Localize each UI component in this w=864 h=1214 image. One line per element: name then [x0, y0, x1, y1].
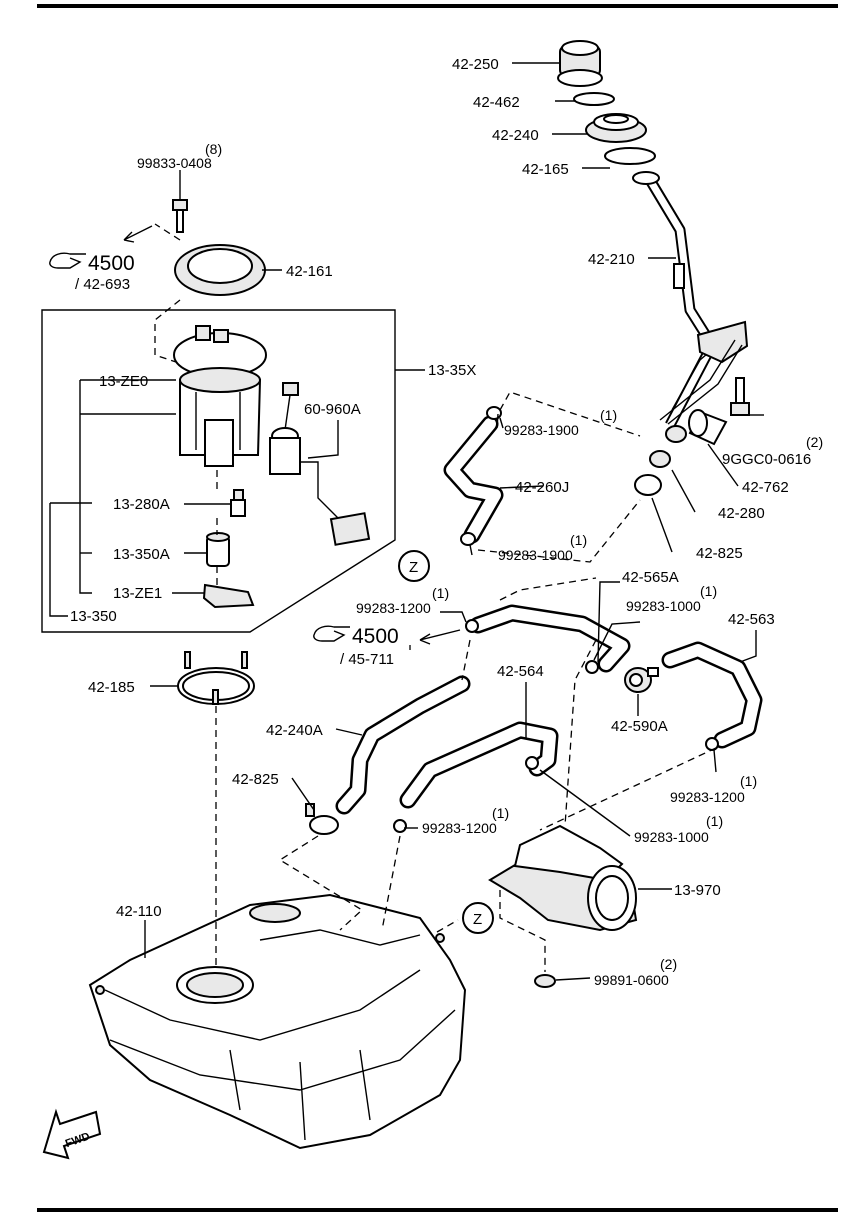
forward-arrow-icon — [42, 1108, 102, 1160]
filter-13-350a-part — [206, 532, 230, 567]
label-42-165: 42-165 — [522, 161, 569, 178]
label-c3-qty: (1) — [432, 585, 449, 601]
clamp-c3-part — [465, 619, 479, 633]
label-42-825-upper: 42-825 — [696, 545, 743, 562]
ref-arrow-a — [123, 225, 153, 243]
bracket-13-ze0 — [79, 380, 92, 594]
bracket-13-350 — [49, 503, 68, 617]
label-13-35x: 13-35X — [428, 362, 476, 379]
filter-13-280a-part — [230, 489, 246, 517]
fuel-pump-module-part — [173, 325, 267, 467]
canister-13-970-part — [488, 824, 638, 932]
breather-pipe-part — [659, 339, 743, 425]
label-42-590a: 42-590A — [611, 718, 668, 735]
ref-4500-a: 4500 — [88, 252, 135, 275]
label-nut-qty: (2) — [660, 956, 677, 972]
clamp-42-825-lower-part — [305, 803, 339, 835]
hose-42-240a-part — [335, 675, 471, 815]
label-nut: 99891-0600 — [594, 972, 669, 988]
label-60-960a: 60-960A — [304, 401, 361, 418]
clamp-c4-part — [585, 660, 599, 674]
label-42-564: 42-564 — [497, 663, 544, 680]
label-13-970: 13-970 — [674, 882, 721, 899]
label-42-110: 42-110 — [116, 903, 162, 920]
label-bolt: 9GGC0-0616 — [722, 451, 811, 468]
label-c6: 99283-1200 — [422, 820, 497, 836]
hose-42-762-part — [688, 409, 728, 446]
label-42-280: 42-280 — [718, 505, 765, 522]
z-marker-bottom — [462, 902, 494, 934]
z-bottom-letter: Z — [473, 911, 482, 928]
o-ring-42-462 — [573, 92, 615, 106]
clamp-c6-part — [393, 819, 407, 833]
label-c2: 99283-1900 — [498, 547, 573, 563]
label-13-ze0: 13-ZE0 — [99, 373, 148, 390]
label-c1: 99283-1900 — [504, 422, 579, 438]
label-13-ze1: 13-ZE1 — [113, 585, 162, 602]
pointing-hand-icon — [313, 625, 350, 642]
label-42-762: 42-762 — [742, 479, 789, 496]
filler-pipe-part — [632, 171, 749, 428]
label-c4: 99283-1000 — [626, 598, 701, 614]
label-c7: 99283-1000 — [634, 829, 709, 845]
ref-arrow-b — [419, 629, 461, 645]
label-99833: 99833-0408 — [137, 155, 212, 171]
label-42-260j: 42-260J — [515, 479, 569, 496]
bolt-9ggc0-part — [730, 377, 750, 416]
label-42-240: 42-240 — [492, 127, 539, 144]
label-42-210: 42-210 — [588, 251, 635, 268]
label-c6-qty: (1) — [492, 805, 509, 821]
hose-42-563-part — [661, 641, 763, 749]
label-c5: 99283-1200 — [670, 789, 745, 805]
hose-42-260j-part — [443, 415, 504, 544]
label-c7-qty: (1) — [706, 813, 723, 829]
fuel-tank-42-110-part — [88, 893, 467, 1150]
strainer-13-ze1-part — [202, 583, 255, 609]
grommet-42-280-part — [665, 425, 687, 443]
ref-42-693: / 42-693 — [75, 276, 130, 293]
label-13-350a: 13-350A — [113, 546, 170, 563]
hose-42-565a-part — [469, 604, 631, 673]
label-13-280a: 13-280A — [113, 496, 170, 513]
label-c3: 99283-1200 — [356, 600, 431, 616]
label-13-350: 13-350 — [70, 608, 117, 625]
label-42-825-lower: 42-825 — [232, 771, 279, 788]
label-c4-qty: (1) — [700, 583, 717, 599]
retainer-ring-42-185-part — [177, 651, 255, 705]
z-marker-top — [398, 550, 430, 582]
label-c1-qty: (1) — [600, 407, 617, 423]
z-top-letter: Z — [409, 559, 418, 576]
label-42-462: 42-462 — [473, 94, 520, 111]
label-c2-qty: (1) — [570, 532, 587, 548]
screw-99833-part — [172, 199, 188, 233]
label-42-240a: 42-240A — [266, 722, 323, 739]
clamp-c5-part — [705, 737, 719, 751]
filler-cap-part — [557, 40, 603, 87]
o-ring-42-165 — [604, 147, 656, 165]
ref-4500-b: 4500 — [352, 625, 399, 648]
label-42-565a: 42-565A — [622, 569, 679, 586]
label-42-161: 42-161 — [286, 263, 333, 280]
valve-42-590a-part — [624, 667, 659, 693]
filler-neck-gasket-part — [585, 113, 647, 143]
pointing-hand-icon — [49, 252, 86, 269]
label-bolt-qty: (2) — [806, 434, 823, 450]
nut-99891-part — [534, 974, 556, 988]
label-99833-qty: (8) — [205, 141, 222, 157]
clamp-c7-part — [525, 756, 539, 770]
ref-45-711: / 45-711 — [340, 651, 394, 668]
clamp-c2-part — [460, 532, 476, 546]
clamp-c1-part — [486, 406, 502, 420]
label-42-185: 42-185 — [88, 679, 135, 696]
fuel-sender-part — [269, 382, 371, 546]
label-42-250: 42-250 — [452, 56, 499, 73]
grommet-42-280b-part — [649, 450, 671, 468]
hose-42-564-part — [399, 721, 559, 809]
service-cover-42-161-part — [174, 244, 266, 296]
pump-assembly-box — [41, 309, 396, 633]
clamp-42-825-upper-part — [634, 474, 662, 496]
label-42-563: 42-563 — [728, 611, 775, 628]
label-c5-qty: (1) — [740, 773, 757, 789]
